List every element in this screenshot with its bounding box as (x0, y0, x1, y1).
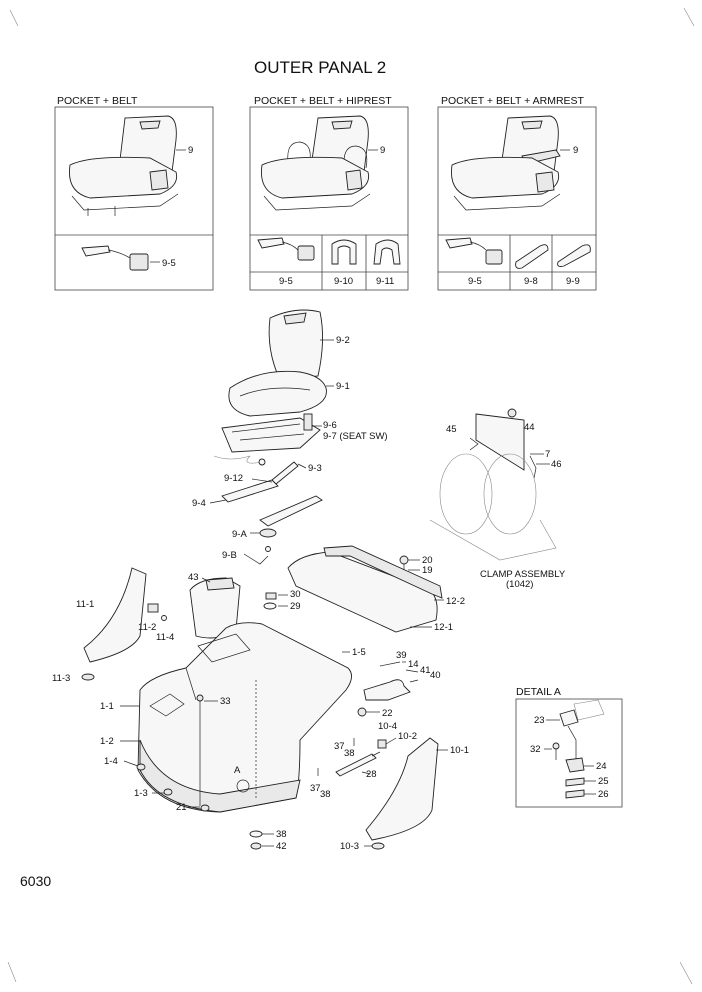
callout-9-4: 9-4 (192, 498, 206, 509)
callout-10-4: 10-4 (378, 721, 397, 732)
callout-19: 19 (422, 565, 433, 576)
callout-46: 46 (551, 459, 562, 470)
detail-callout-32: 32 (530, 744, 541, 755)
callout-37: 37 (334, 741, 345, 752)
callout-12-2: 12-2 (446, 596, 465, 607)
callout-A: A (234, 765, 241, 776)
callout-22: 22 (382, 708, 393, 719)
callout-42: 42 (276, 841, 287, 852)
callout-44: 44 (524, 422, 535, 433)
hiprest-bracket-icon (331, 239, 357, 265)
callout-9-12: 9-12 (224, 473, 243, 484)
callout-9-6: 9-6 (323, 420, 337, 431)
panel-pocket-belt-hiprest: POCKET + BELT + HIPREST 9 9-5 9- (249, 95, 409, 291)
callout-11-4: 11-4 (156, 632, 174, 643)
cell-label: 9-8 (524, 276, 538, 287)
callout-21: 21 (176, 802, 187, 813)
cell-label: 9-5 (279, 276, 293, 287)
callout-33: 33 (220, 696, 231, 707)
callout-20: 20 (422, 555, 433, 566)
hiprest-bracket-icon (373, 239, 401, 265)
callout-9-B: 9-B (222, 550, 237, 561)
panel-header: POCKET + BELT + ARMREST (441, 95, 585, 107)
callout-9-3: 9-3 (308, 463, 322, 474)
seat-belt-icon (445, 237, 503, 265)
clamp-assembly-code: (1042) (506, 579, 533, 590)
cell-label: 9-11 (376, 276, 394, 287)
callout-11-1: 11-1 (76, 599, 94, 610)
page-number: 6030 (20, 873, 51, 889)
armrest-icon (557, 244, 591, 267)
callout-41: 41 (420, 665, 431, 676)
armrest-icon (515, 244, 549, 269)
seat-belt-icon (81, 245, 160, 271)
seat-illustration (68, 115, 186, 216)
panel-header: POCKET + BELT (57, 95, 138, 107)
callout-7: 7 (545, 449, 550, 460)
callout-10-3: 10-3 (340, 841, 359, 852)
callout-10-1: 10-1 (450, 745, 469, 756)
callout-14: 14 (408, 659, 419, 670)
panel-pocket-belt: POCKET + BELT 9 9-5 (54, 95, 214, 291)
callout-9-7: 9-7 (SEAT SW) (323, 431, 388, 442)
detail-callout-23: 23 (534, 715, 545, 726)
callout-seat: 9 (188, 145, 193, 156)
detail-a: DETAIL A (515, 686, 623, 808)
callout-37: 37 (310, 783, 321, 794)
callout-11-3: 11-3 (52, 673, 70, 684)
detail-callout-24: 24 (596, 761, 607, 772)
exploded-seat-assembly (209, 309, 334, 565)
callout-9-1: 9-1 (336, 381, 350, 392)
callout-11-2: 11-2 (138, 622, 156, 633)
callout-1-4: 1-4 (104, 756, 118, 767)
callout-seat: 9 (573, 145, 578, 156)
callout-10-2: 10-2 (398, 731, 417, 742)
detail-title: DETAIL A (516, 686, 561, 698)
cell-label: 9-9 (566, 276, 580, 287)
page-title: OUTER PANAL 2 (254, 58, 386, 77)
panel-pocket-belt-armrest: POCKET + BELT + ARMREST 9 9-5 9-8 9 (437, 95, 597, 291)
detail-callout-26: 26 (598, 789, 609, 800)
callout-9-A: 9-A (232, 529, 247, 540)
callout-38: 38 (344, 748, 355, 759)
detail-callout-25: 25 (598, 776, 609, 787)
seat-belt-icon (257, 237, 315, 261)
callout-40: 40 (430, 670, 441, 681)
callout-39: 39 (396, 650, 407, 661)
seat-illustration (450, 115, 570, 211)
cell-label: 9-10 (334, 276, 353, 287)
callout-seat: 9 (380, 145, 385, 156)
callout-1-3: 1-3 (134, 788, 148, 799)
callout-28: 28 (366, 769, 377, 780)
callout-1-1: 1-1 (100, 701, 114, 712)
callout-38: 38 (276, 829, 287, 840)
callout-1-5: 1-5 (352, 647, 366, 658)
panel-header: POCKET + BELT + HIPREST (254, 95, 392, 107)
callout-9-2: 9-2 (336, 335, 350, 346)
callout-1-2: 1-2 (100, 736, 114, 747)
cell-label: 9-5 (162, 258, 176, 269)
main-body (120, 622, 352, 850)
callout-29: 29 (290, 601, 301, 612)
right-side-parts (317, 661, 448, 850)
callout-30: 30 (290, 589, 301, 600)
clamp-assembly-label: CLAMP ASSEMBLY (480, 569, 566, 580)
crop-marks (7, 7, 695, 985)
callout-45: 45 (446, 424, 457, 435)
callout-12-1: 12-1 (434, 622, 453, 633)
seat-illustration (260, 115, 378, 211)
cell-label: 9-5 (468, 276, 482, 287)
callout-43: 43 (188, 572, 199, 583)
clamp-assembly (429, 408, 557, 561)
callout-38: 38 (320, 789, 331, 800)
